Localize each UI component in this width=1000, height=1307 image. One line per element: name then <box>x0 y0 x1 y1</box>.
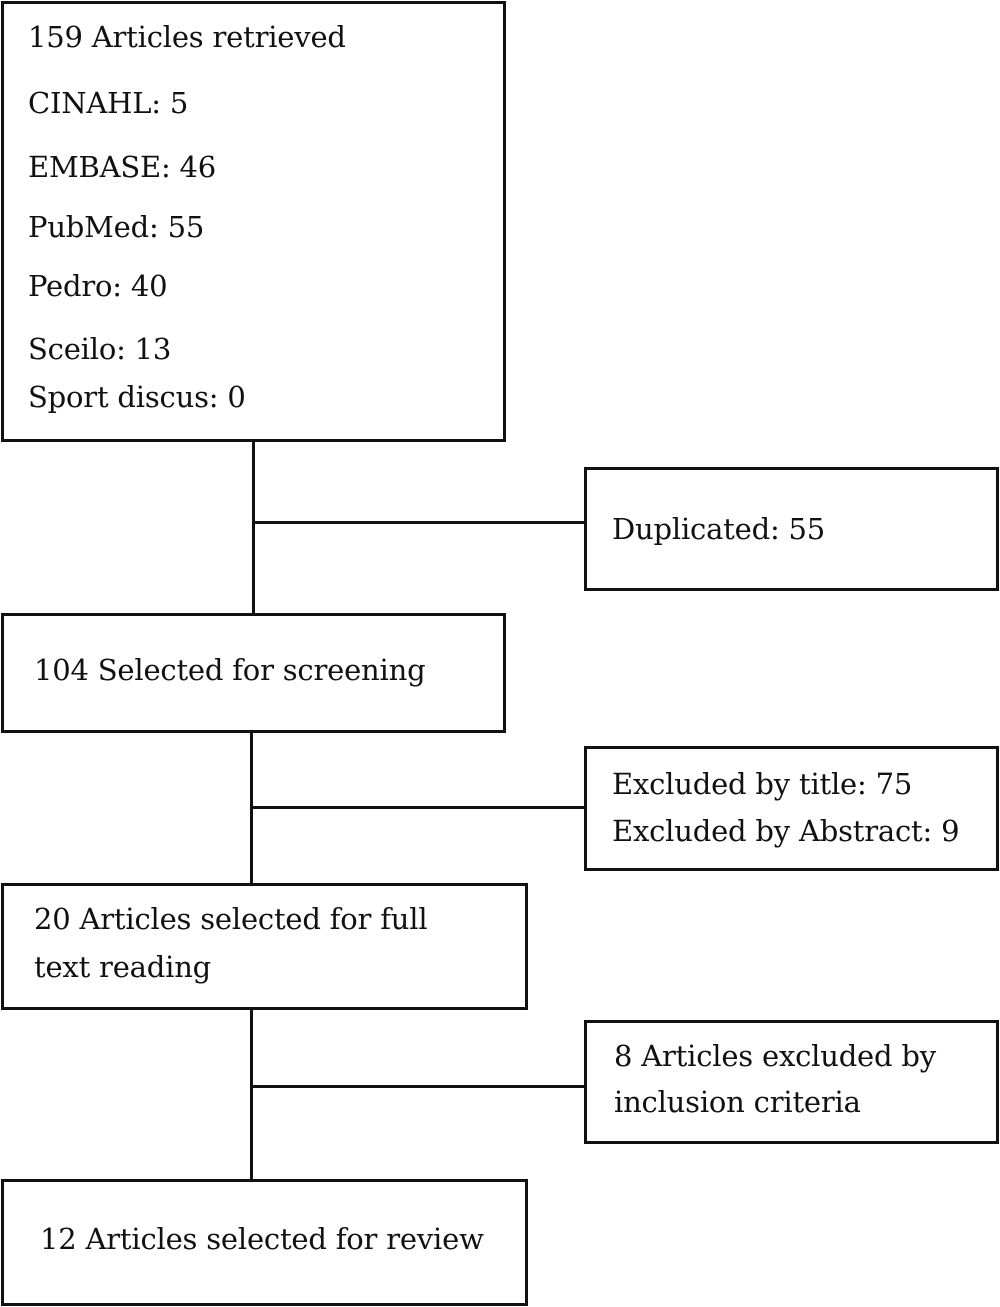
source-count-embase: EMBASE: 46 <box>28 150 217 184</box>
full-text-line-2: text reading <box>34 950 212 984</box>
excluded-inclusion-box <box>584 1020 999 1144</box>
source-count-pedro: Pedro: 40 <box>28 269 168 303</box>
full-text-box <box>1 883 528 1010</box>
review-box <box>1 1179 528 1306</box>
excluded-inclusion-line-1: 8 Articles excluded by <box>614 1039 936 1073</box>
screening-label: 104 Selected for screening <box>34 653 426 687</box>
excluded-title-abstract-box <box>584 746 999 871</box>
connector-main-segment-3 <box>250 1009 253 1179</box>
full-text-line-1: 20 Articles selected for full <box>34 902 428 936</box>
source-count-pubmed: PubMed: 55 <box>28 210 205 244</box>
excluded-by-abstract: Excluded by Abstract: 9 <box>612 814 960 848</box>
connector-branch-duplicated <box>254 521 585 524</box>
screening-box <box>1 613 506 733</box>
source-count-sceilo: Sceilo: 13 <box>28 332 172 366</box>
connector-main-segment-1 <box>252 441 255 613</box>
duplicated-label: Duplicated: 55 <box>612 512 826 546</box>
excluded-inclusion-line-2: inclusion criteria <box>614 1085 861 1119</box>
retrieved-title: 159 Articles retrieved <box>28 20 346 54</box>
retrieved-box <box>1 1 506 442</box>
connector-branch-excluded-inclusion <box>252 1085 585 1088</box>
source-count-sport-discus: Sport discus: 0 <box>28 380 246 414</box>
connector-branch-excluded-title-abstract <box>252 806 585 809</box>
duplicated-box <box>584 467 999 591</box>
connector-main-segment-2 <box>250 732 253 883</box>
excluded-by-title: Excluded by title: 75 <box>612 767 913 801</box>
source-count-cinahl: CINAHL: 5 <box>28 86 189 120</box>
review-label: 12 Articles selected for review <box>40 1222 484 1256</box>
